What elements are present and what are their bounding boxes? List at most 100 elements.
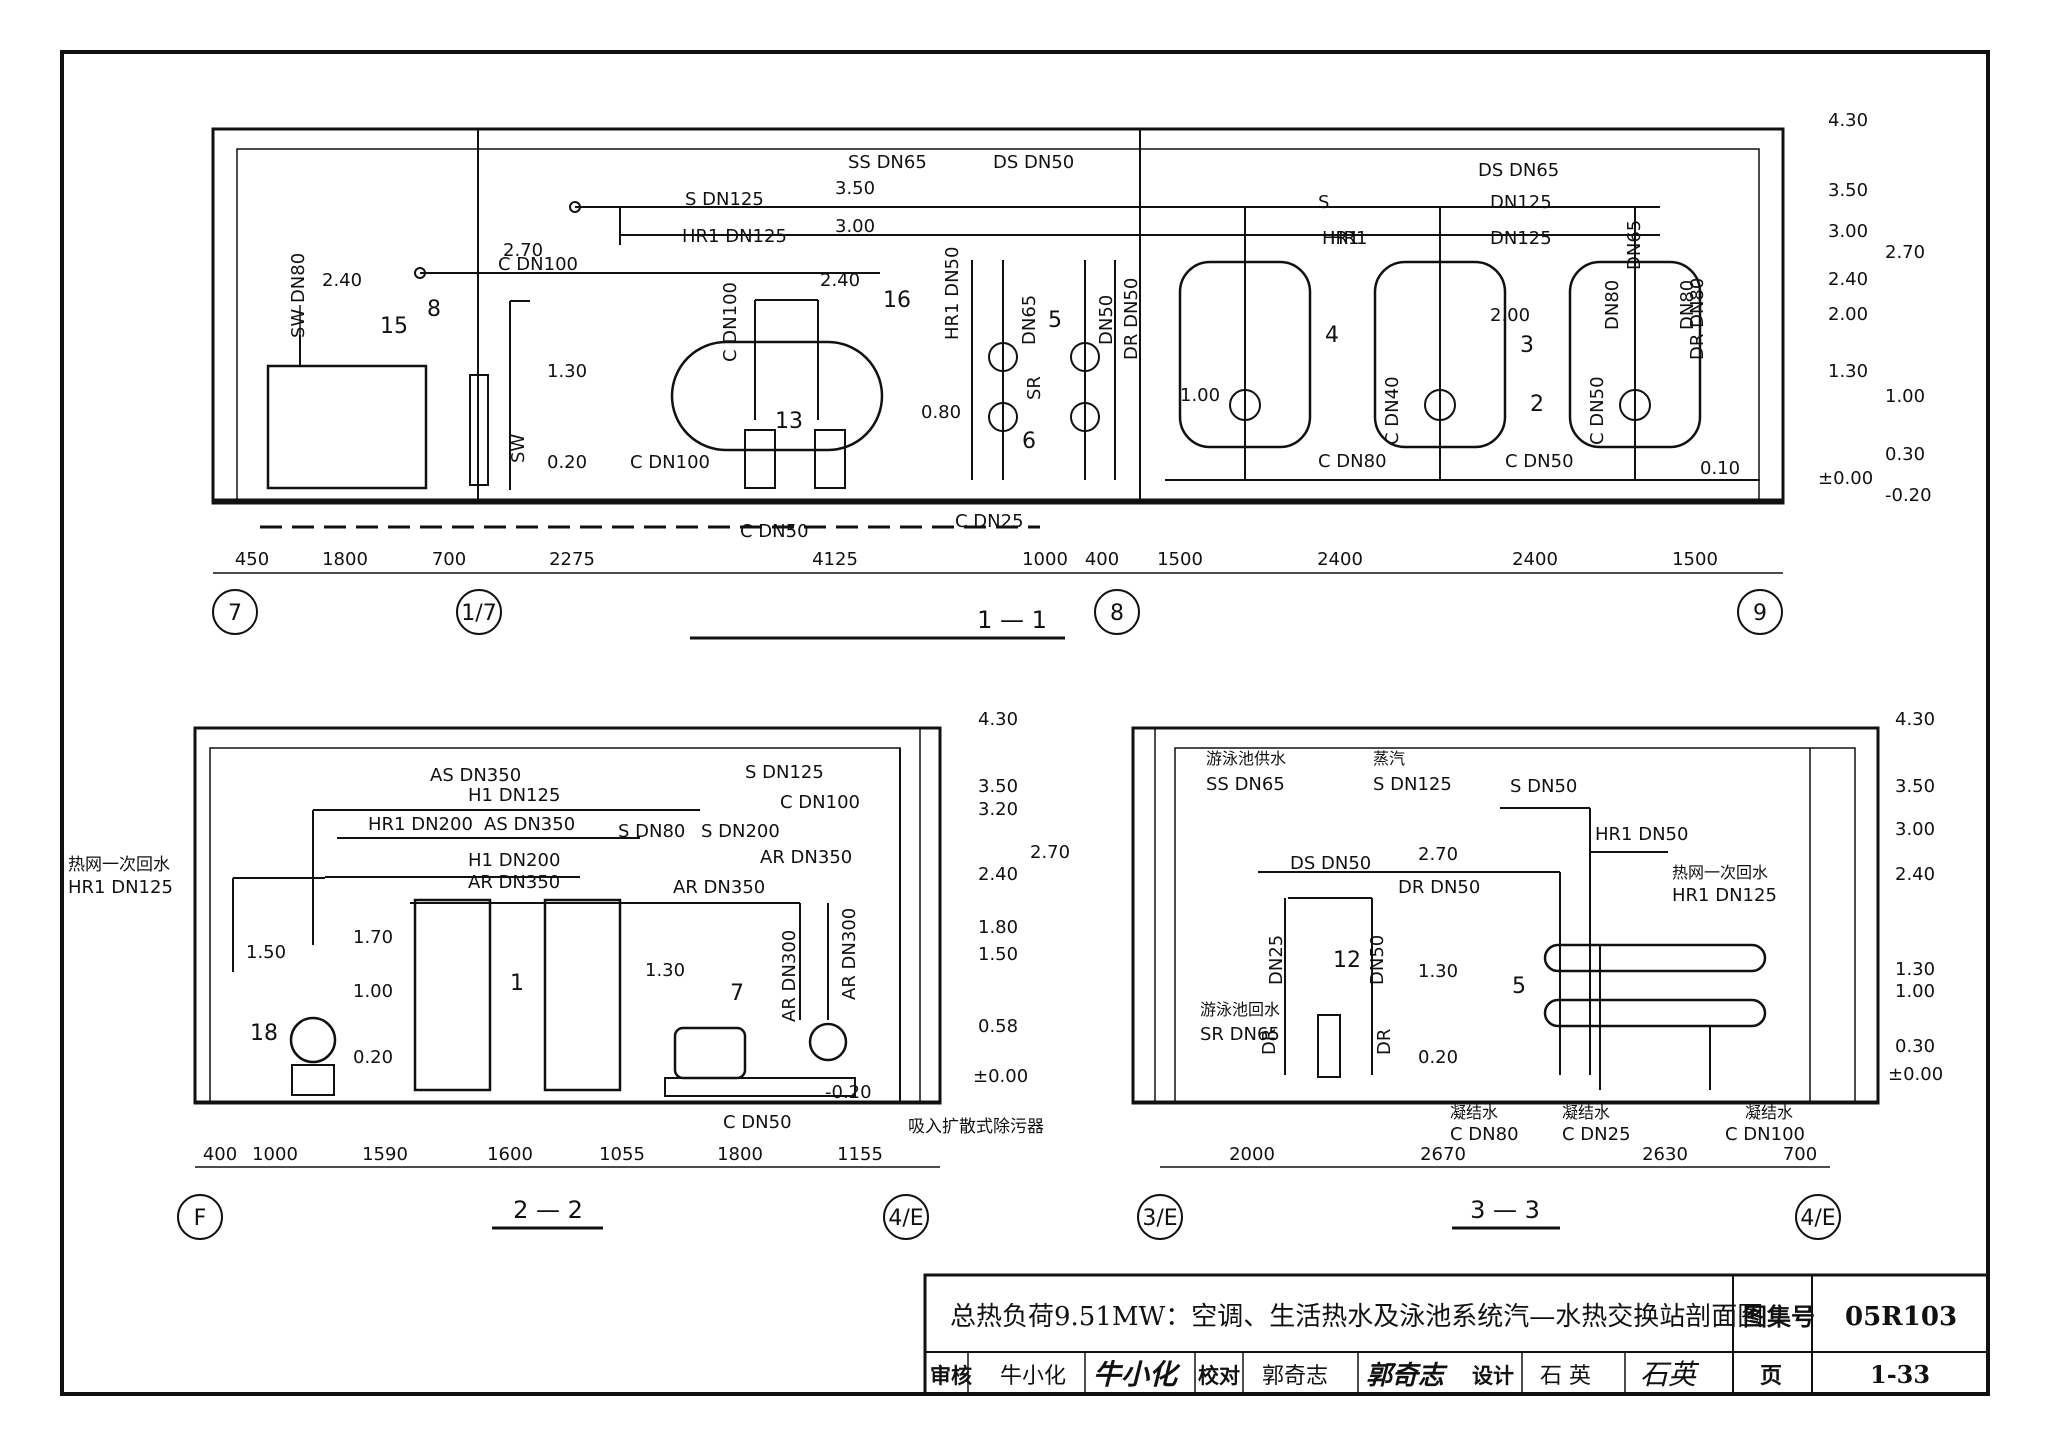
- pipe-label-3-3: S DN50: [1510, 776, 1577, 797]
- item-number-1-1: 13: [775, 409, 803, 434]
- inner-elevation-2-2: 0.20: [353, 1047, 393, 1068]
- inner-elevation-1-1: 0.80: [921, 402, 961, 423]
- pipe-label-3-3: DN50: [1367, 935, 1388, 985]
- pipe-label-2-2: H1 DN200: [468, 850, 560, 871]
- reviewer-name: 牛小化: [1000, 1364, 1066, 1389]
- section-3-3: [1131, 726, 1880, 1230]
- inner-elevation-1-1: 0.20: [547, 452, 587, 473]
- note-3-3: C DN25: [1562, 1124, 1631, 1145]
- pipe-label-1-1: C DN50: [740, 521, 809, 542]
- pipe-label-1-1: C DN100: [630, 452, 710, 473]
- elevation-1-1: 2.00: [1828, 304, 1868, 325]
- dimension-1-1: 2275: [549, 549, 595, 570]
- pipe-label-1-1: DN65: [1019, 295, 1040, 345]
- inner-elevation-2-2: 1.00: [353, 981, 393, 1002]
- designer-name: 石 英: [1540, 1364, 1591, 1389]
- page-label: 页: [1760, 1363, 1782, 1389]
- pipe-label-1-1: C DN25: [955, 511, 1024, 532]
- elevation-1-1: 4.30: [1828, 110, 1868, 131]
- sheet-border: [60, 50, 1990, 1396]
- item-number-3-3: 5: [1512, 974, 1526, 999]
- pipe-label-3-3: DR: [1374, 1029, 1395, 1055]
- elevation-1-1: ±0.00: [1818, 468, 1873, 489]
- inner-elevation-3-3: 2.70: [1418, 844, 1458, 865]
- item-number-1-1: 15: [380, 314, 408, 339]
- pipe-label-2-2: AS DN350: [430, 765, 521, 786]
- note-3-3: 热网一次回水: [1672, 863, 1768, 882]
- pipe-label-1-1: C DN40: [1382, 376, 1403, 445]
- note-3-3: C DN100: [1725, 1124, 1805, 1145]
- pipe-label-1-1: DR DN80: [1687, 278, 1708, 360]
- elevation-1-1: 0.30: [1885, 444, 1925, 465]
- note-3-3: HR1 DN125: [1672, 885, 1777, 906]
- elevation-3-3: 1.30: [1895, 959, 1935, 980]
- pipe-label-1-1: DR DN50: [1121, 278, 1142, 360]
- elevation-3-3: 4.30: [1895, 709, 1935, 730]
- grid-axis-2-2-bubble: [883, 1194, 929, 1240]
- drawing-title: 总热负荷9.51MW：空调、生活热水及泳池系统汽—水热交换站剖面图: [950, 1302, 1763, 1332]
- check-label: 校对: [1198, 1363, 1240, 1388]
- reviewer-signature: 牛小化: [1093, 1358, 1181, 1391]
- pipe-label-1-1: DN80: [1602, 280, 1623, 330]
- dimension-2-2: 1600: [487, 1144, 533, 1165]
- item-number-3-3: 12: [1333, 948, 1361, 973]
- inner-elevation-1-1: 3.00: [835, 216, 875, 237]
- pipe-label-1-1: SS DN65: [848, 152, 927, 173]
- pipe-label-3-3: DR DN50: [1398, 877, 1480, 898]
- inner-elevation-1-1: 1.00: [1180, 385, 1220, 406]
- dimension-3-3: 2630: [1642, 1144, 1688, 1165]
- page-number: 1-33: [1870, 1360, 1930, 1389]
- pipe-label-2-2: S DN125: [745, 762, 824, 783]
- dimension-1-1: 450: [235, 549, 269, 570]
- dimension-1-1: 4125: [812, 549, 858, 570]
- designer-signature: 石英: [1640, 1358, 1700, 1391]
- note-3-3: S DN125: [1373, 774, 1452, 795]
- elevation-2-2: 1.50: [978, 944, 1018, 965]
- inner-elevation-1-1: 3.50: [835, 178, 875, 199]
- dimension-1-1: 1500: [1157, 549, 1203, 570]
- pipe-label-2-2: AR DN350: [468, 872, 560, 893]
- dimension-1-1: 1000: [1022, 549, 1068, 570]
- elevation-3-3: 0.30: [1895, 1036, 1935, 1057]
- section-2-2: [193, 726, 942, 1230]
- pipe-label-1-1: DN125: [1490, 228, 1552, 249]
- inner-elevation-3-3: 0.20: [1418, 1047, 1458, 1068]
- pipe-label-2-2: AR DN300: [839, 908, 860, 1000]
- pipe-label-1-1: SW DN80: [288, 253, 309, 338]
- dimension-2-2: 1155: [837, 1144, 883, 1165]
- dimension-3-3: 700: [1783, 1144, 1817, 1165]
- item-number-2-2: 18: [250, 1021, 278, 1046]
- section-caption-2-2: 2 — 2: [513, 1196, 583, 1224]
- grid-axis-1-1: 7: [228, 601, 242, 626]
- section-1-1-texts: 4.303.503.002.702.402.001.301.000.30±0.0…: [212, 110, 1932, 635]
- pipe-label-3-3: DS DN50: [1290, 853, 1371, 874]
- note-2-2: HR1 DN125: [68, 877, 173, 898]
- grid-axis-1-1-bubble: [1737, 589, 1783, 635]
- item-number-1-1: 6: [1022, 429, 1036, 454]
- pipe-label-1-1: C DN80: [1318, 451, 1387, 472]
- inner-elevation-3-3: 1.30: [1418, 961, 1458, 982]
- atlas-label: 图集号: [1743, 1302, 1815, 1331]
- pipe-label-1-1: SR: [1024, 376, 1045, 400]
- item-number-1-1: 4: [1325, 323, 1339, 348]
- elevation-2-2: 1.80: [978, 917, 1018, 938]
- checker-name: 郭奇志: [1262, 1364, 1328, 1389]
- pipe-label-1-1: DN125: [1490, 192, 1552, 213]
- elevation-1-1: 3.50: [1828, 180, 1868, 201]
- elevation-3-3: ±0.00: [1888, 1064, 1943, 1085]
- section-2-2-texts: 4.303.503.202.702.401.801.500.58±0.001.7…: [68, 709, 1070, 1240]
- note-2-2: 热网一次回水: [68, 855, 170, 875]
- pipe-label-2-2: AR DN350: [760, 847, 852, 868]
- elevation-3-3: 3.50: [1895, 776, 1935, 797]
- pipe-label-1-1: HR1 DN50: [942, 247, 963, 340]
- inner-elevation-2-2: 1.50: [246, 942, 286, 963]
- pipe-label-1-1: C DN100: [498, 254, 578, 275]
- pipe-label-2-2: C DN50: [723, 1112, 792, 1133]
- pipe-label-3-3: DR: [1259, 1029, 1280, 1055]
- pipe-label-1-1: HR1: [1330, 228, 1368, 249]
- elevation-3-3: 1.00: [1895, 981, 1935, 1002]
- elevation-1-1: 2.40: [1828, 269, 1868, 290]
- note-3-3: 凝结水: [1745, 1103, 1793, 1122]
- elevation-2-2: ±0.00: [973, 1066, 1028, 1087]
- atlas-number: 05R103: [1845, 1302, 1957, 1332]
